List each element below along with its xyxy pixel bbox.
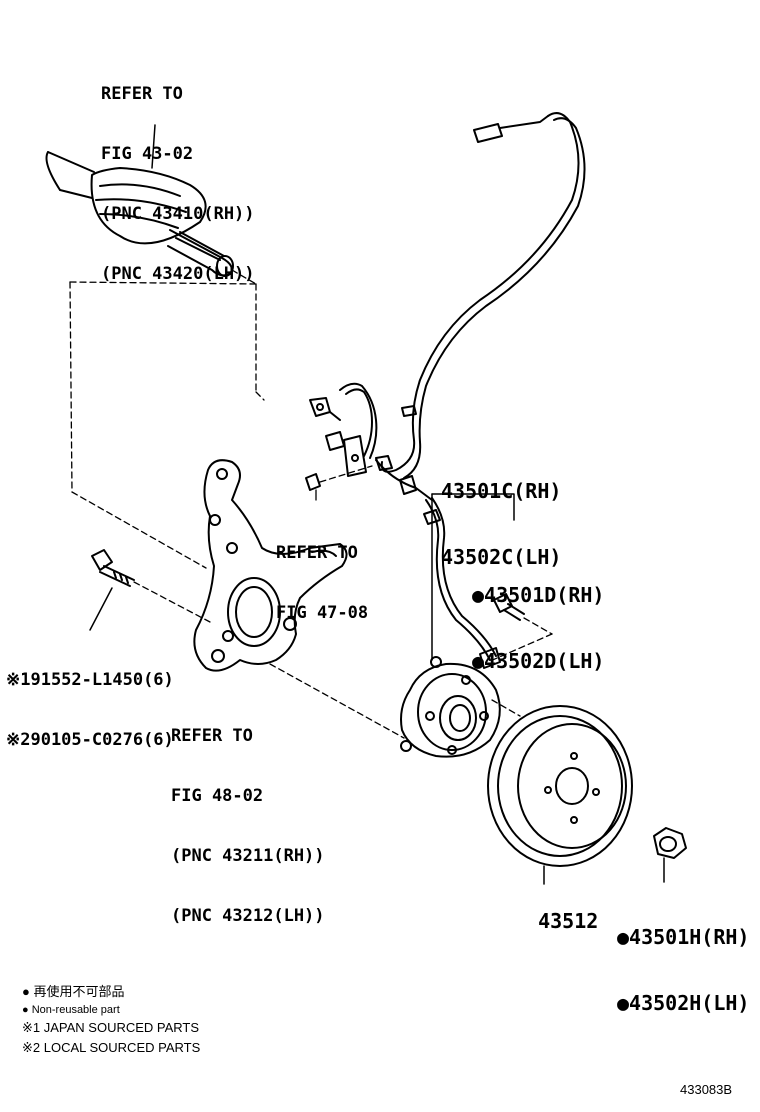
hub-bolt-part-number-label[interactable]: ●43501D(RH) ●43502D(LH) [472, 540, 604, 694]
part-number-link[interactable]: ●43501H(RH) [617, 925, 750, 949]
lock-nut-illustration [653, 827, 687, 883]
part-number-link[interactable]: 43512 [538, 909, 599, 933]
knuckle-reference-label: REFER TO FIG 48-02 (PNC 43211(RH)) (PNC … [171, 686, 325, 946]
part-number-link[interactable]: 43502C(LH) [441, 545, 562, 569]
hub-part-number-label[interactable]: 43501C(RH) 43502C(LH) [441, 436, 561, 590]
shaft-guide-lines [69, 281, 265, 569]
legend-item: ● Non-reusable part [22, 1004, 120, 1016]
sensor-harness-to-hub [423, 497, 501, 669]
part-number-link[interactable]: ●43502D(LH) [472, 649, 605, 673]
label-line: FIG 43-02 [101, 144, 194, 164]
legend: ● 再使用不可部品 ● Non-reusable part ※1 JAPAN S… [22, 982, 200, 1058]
hub-bolt-illustration [487, 593, 553, 663]
label-line: REFER TO [171, 726, 253, 746]
drive-shaft-reference-label: REFER TO FIG 43-02 (PNC 43410(RH)) (PNC … [101, 44, 255, 304]
nut-part-number-label[interactable]: ●43501H(RH) ●43502H(LH) [617, 882, 749, 1036]
part-number-link[interactable]: ※290105-C0276(6) [6, 730, 174, 750]
figure-id: 433083B [680, 1082, 733, 1097]
part-number-link[interactable]: ●43502H(LH) [617, 991, 750, 1015]
label-line: FIG 47-08 [276, 603, 369, 623]
label-line: FIG 48-02 [171, 786, 264, 806]
part-number-link[interactable]: ※191552-L1450(6) [6, 670, 174, 690]
speed-sensor-wire-illustration [380, 112, 586, 479]
label-line: (PNC 43420(LH)) [101, 264, 255, 284]
steering-knuckle-illustration [193, 459, 348, 672]
bracket-reference-label: REFER TO FIG 47-08 [276, 503, 368, 643]
label-line: REFER TO [101, 84, 183, 104]
part-number-link[interactable]: ●43501D(RH) [472, 583, 605, 607]
hub-leader-lines [431, 493, 515, 661]
part-number-link[interactable]: 43501C(RH) [441, 479, 562, 503]
bracket-bolt-illustration [305, 465, 373, 501]
drive-shaft-illustration [45, 124, 257, 285]
label-line: (PNC 43410(RH)) [101, 204, 255, 224]
knuckle-bolt-illustration [89, 549, 211, 631]
label-line: REFER TO [276, 543, 358, 563]
legend-item: ● 再使用不可部品 [22, 984, 125, 999]
label-line: (PNC 43212(LH)) [171, 906, 325, 926]
legend-item: ※1 JAPAN SOURCED PARTS [22, 1020, 200, 1035]
brake-disc-illustration [487, 705, 633, 885]
hub-bearing-illustration [400, 656, 521, 758]
legend-item: ※2 LOCAL SOURCED PARTS [22, 1040, 201, 1055]
knuckle-bolt-part-number-label[interactable]: ※191552-L1450(6) ※290105-C0276(6) [6, 630, 174, 770]
label-line: (PNC 43211(RH)) [171, 846, 325, 866]
sensor-bracket-illustration [309, 382, 433, 501]
disc-part-number-label[interactable]: 43512 [514, 888, 598, 932]
